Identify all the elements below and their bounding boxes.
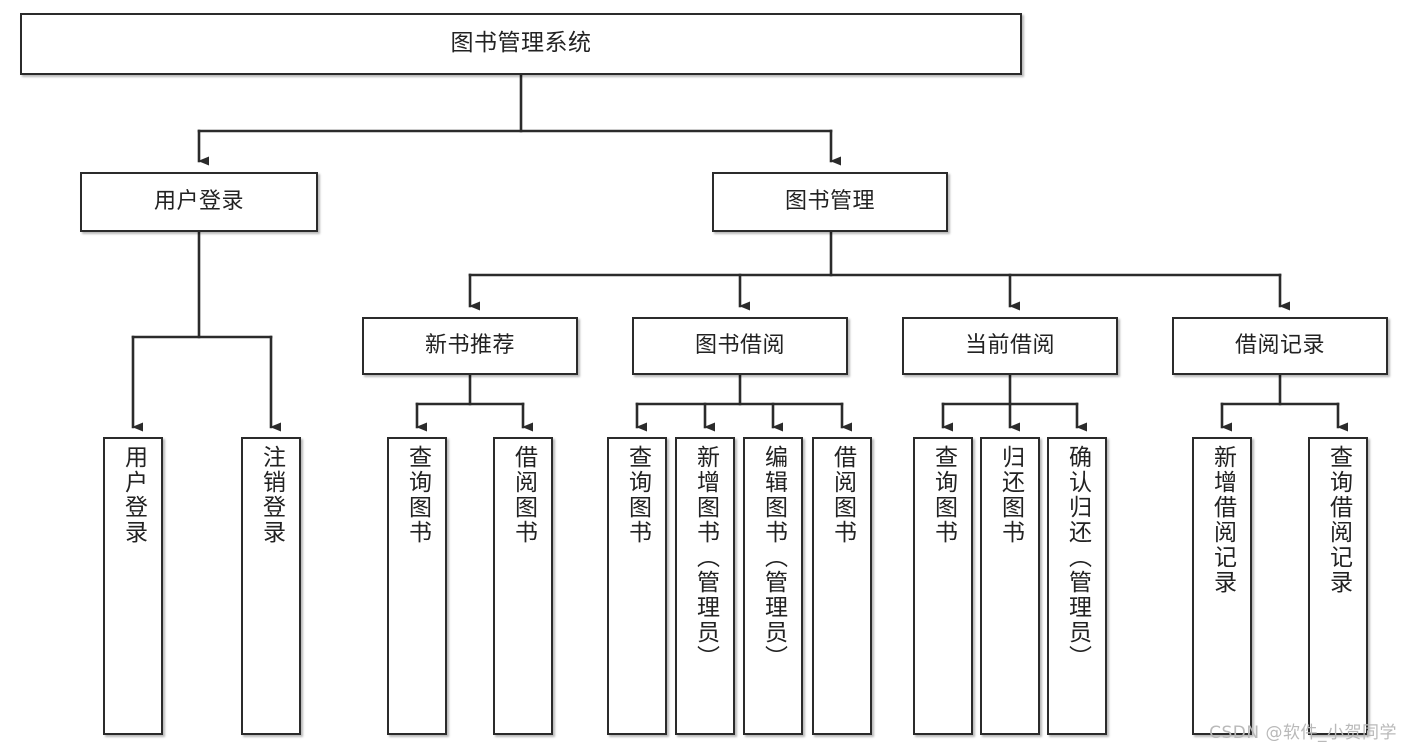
- node-label: 新增借阅记录: [1209, 445, 1236, 595]
- node-label: 注销登录: [258, 445, 285, 545]
- node-book-borrow[interactable]: 图书借阅: [632, 317, 848, 375]
- node-book-management[interactable]: 图书管理: [712, 172, 948, 232]
- node-label: 编辑图书（管理员）: [760, 445, 787, 670]
- leaf-current-borrow-confirm[interactable]: 确认归还（管理员）: [1047, 437, 1107, 735]
- leaf-borrow-record-add[interactable]: 新增借阅记录: [1192, 437, 1252, 735]
- node-label: 借阅记录: [1234, 332, 1325, 358]
- node-label: 用户登录: [120, 445, 147, 545]
- watermark-text: CSDN @软件_小贺同学: [1209, 723, 1397, 743]
- leaf-current-borrow-query[interactable]: 查询图书: [913, 437, 973, 735]
- leaf-book-borrow-edit[interactable]: 编辑图书（管理员）: [743, 437, 803, 735]
- node-label: 确认归还（管理员）: [1064, 445, 1091, 670]
- node-root-system[interactable]: 图书管理系统: [20, 13, 1022, 75]
- node-label: 新增图书（管理员）: [692, 445, 719, 670]
- node-new-book-recommend[interactable]: 新书推荐: [362, 317, 578, 375]
- node-current-borrow[interactable]: 当前借阅: [902, 317, 1118, 375]
- leaf-borrow-record-query[interactable]: 查询借阅记录: [1308, 437, 1368, 735]
- node-label: 图书管理: [784, 188, 875, 214]
- node-label: 查询图书: [930, 445, 957, 545]
- node-label: 查询图书: [404, 445, 431, 545]
- node-label: 图书管理系统: [450, 30, 592, 57]
- node-label: 查询借阅记录: [1325, 445, 1352, 595]
- node-user-login[interactable]: 用户登录: [80, 172, 318, 232]
- leaf-user-login-signout[interactable]: 注销登录: [241, 437, 301, 735]
- leaf-book-borrow-add[interactable]: 新增图书（管理员）: [675, 437, 735, 735]
- leaf-user-login-signin[interactable]: 用户登录: [103, 437, 163, 735]
- leaf-book-borrow-lend[interactable]: 借阅图书: [812, 437, 872, 735]
- leaf-new-book-borrow[interactable]: 借阅图书: [493, 437, 553, 735]
- node-label: 用户登录: [153, 188, 244, 214]
- node-label: 图书借阅: [694, 332, 785, 358]
- node-label: 归还图书: [997, 445, 1024, 545]
- node-label: 借阅图书: [829, 445, 856, 545]
- node-label: 新书推荐: [424, 332, 515, 358]
- node-label: 当前借阅: [964, 332, 1055, 358]
- node-borrow-record[interactable]: 借阅记录: [1172, 317, 1388, 375]
- leaf-new-book-query[interactable]: 查询图书: [387, 437, 447, 735]
- leaf-book-borrow-query[interactable]: 查询图书: [607, 437, 667, 735]
- node-label: 借阅图书: [510, 445, 537, 545]
- leaf-current-borrow-return[interactable]: 归还图书: [980, 437, 1040, 735]
- node-label: 查询图书: [624, 445, 651, 545]
